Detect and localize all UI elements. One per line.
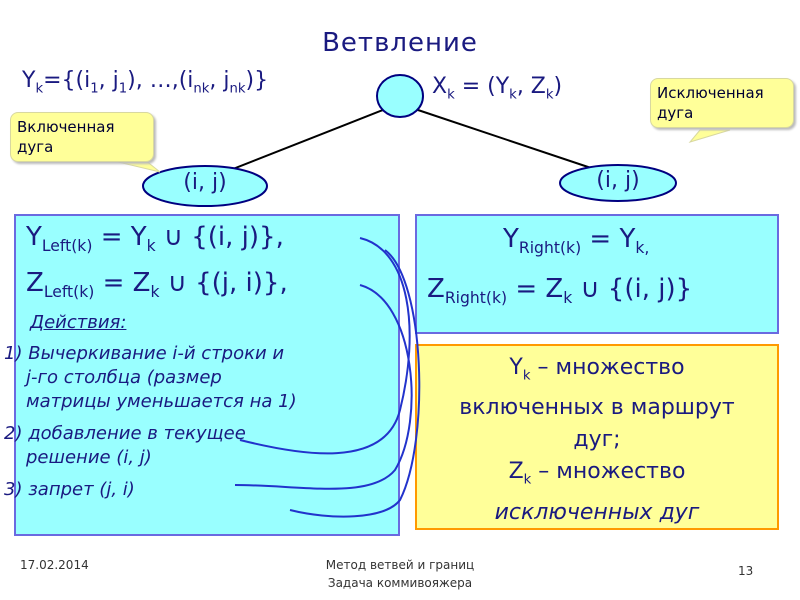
callout-right-pointer bbox=[688, 129, 731, 143]
z-right-formula: ZRight(k) = Zk ∪ {(i, j)} bbox=[427, 274, 693, 308]
connector-curve-3 bbox=[289, 249, 421, 518]
yk-definition: Yk={(i1, j1), …,(ink, jnk)} bbox=[22, 68, 269, 97]
page-number: 13 bbox=[738, 564, 754, 578]
callout-right-line1: Исключенная bbox=[657, 84, 764, 102]
actions-title: Действия: bbox=[30, 312, 127, 333]
right-branch-box: YRight(k) = Yk, ZRight(k) = Zk ∪ {(i, j)… bbox=[415, 214, 779, 334]
action-item-1: 1) Вычеркивание i-й строки и j-го столбц… bbox=[4, 343, 297, 412]
z-left-formula: ZLeft(k) = Zk ∪ {(j, i)}, bbox=[26, 268, 288, 302]
left-child-node bbox=[142, 165, 268, 207]
left-branch-box: YLeft(k) = Yk ∪ {(i, j)}, ZLeft(k) = Zk … bbox=[4, 214, 400, 536]
root-node bbox=[376, 74, 424, 118]
callout-right-line2: дуга bbox=[657, 104, 694, 122]
callout-left-line2: дуга bbox=[17, 138, 54, 156]
branch-line-right bbox=[411, 107, 616, 177]
footer-caption: Метод ветвей и границ Задача коммивояжер… bbox=[325, 558, 475, 590]
callout-excluded-arc: Исключенная дуга bbox=[650, 78, 794, 128]
definitions-text: Yk – множество включенных в маршрут дуг;… bbox=[459, 355, 735, 525]
action-item-3: 3) запрет (j, i) bbox=[4, 479, 135, 500]
connector-curve-2 bbox=[234, 284, 413, 490]
y-left-formula: YLeft(k) = Yk ∪ {(i, j)}, bbox=[26, 222, 284, 256]
right-child-node bbox=[559, 164, 677, 202]
callout-included-arc: Включенная дуга bbox=[10, 112, 154, 162]
y-right-formula: YRight(k) = Yk, bbox=[503, 224, 650, 258]
right-node-label: (i, j) bbox=[596, 168, 640, 193]
left-node-label: (i, j) bbox=[183, 170, 227, 195]
connector-curve-1 bbox=[239, 237, 411, 455]
footer-date: 17.02.2014 bbox=[20, 558, 89, 572]
xk-definition: Xk = (Yk, Zk) bbox=[432, 74, 563, 103]
action-item-2: 2) добавление в текущее решение (i, j) bbox=[4, 423, 246, 468]
slide-title: Ветвление bbox=[322, 28, 478, 58]
callout-left-line1: Включенная bbox=[17, 118, 115, 136]
